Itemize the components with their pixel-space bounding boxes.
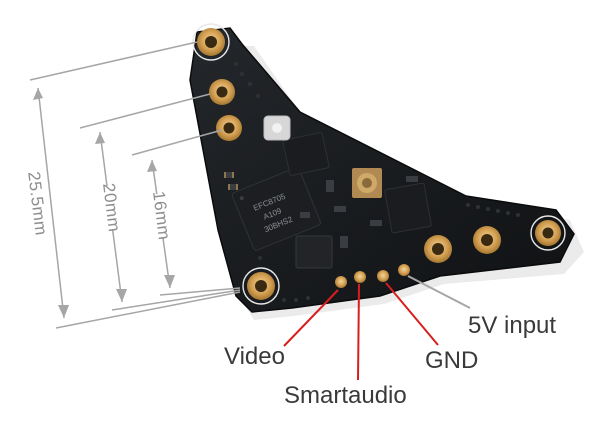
svg-text:20mm: 20mm — [99, 182, 124, 233]
pad-right-2 — [473, 226, 501, 254]
ic-middle — [295, 235, 333, 269]
components — [224, 115, 432, 269]
via-dots — [234, 62, 520, 302]
5v-input-label: 5V input — [468, 312, 556, 339]
dimension-lines — [29, 41, 241, 329]
smartaudio-pad — [354, 271, 366, 283]
pad-top-2 — [209, 79, 235, 105]
video-pad — [335, 276, 347, 288]
dimension-outer-line — [37, 87, 65, 319]
video-label: Video — [224, 343, 285, 370]
gnd-label: GND — [425, 347, 478, 374]
gnd-leader — [385, 282, 439, 346]
dimension-middle-label: 20mm — [99, 182, 124, 233]
pad-top-1 — [197, 28, 225, 56]
smartaudio-label: Smartaudio — [284, 382, 407, 409]
pad-top-3 — [216, 115, 242, 141]
dimension-outer-label: 25.5mm — [24, 170, 51, 236]
solder-pads — [197, 28, 561, 300]
dimension-inner-label: 16mm — [149, 190, 174, 241]
svg-text:16mm: 16mm — [149, 190, 174, 241]
ic-right — [384, 182, 432, 234]
5v-leader — [407, 275, 471, 309]
silkscreen — [192, 23, 566, 305]
dimension-outer — [33, 87, 69, 319]
svg-text:25.5mm: 25.5mm — [24, 170, 51, 236]
signal-pads — [335, 264, 410, 288]
pad-right-1 — [424, 235, 452, 263]
leader-lines — [283, 275, 471, 381]
gnd-pad — [377, 270, 389, 282]
video-leader — [283, 289, 339, 347]
main-ic-chip — [231, 167, 321, 251]
smartaudio-leader — [357, 283, 360, 381]
arrow-up — [33, 88, 43, 100]
ufl-connector — [352, 168, 382, 198]
arrow-down — [58, 305, 69, 318]
pad-bottom-left — [247, 272, 275, 300]
ic-upper — [282, 132, 330, 176]
pad-right-3 — [535, 220, 561, 246]
5v-pad — [398, 264, 410, 276]
